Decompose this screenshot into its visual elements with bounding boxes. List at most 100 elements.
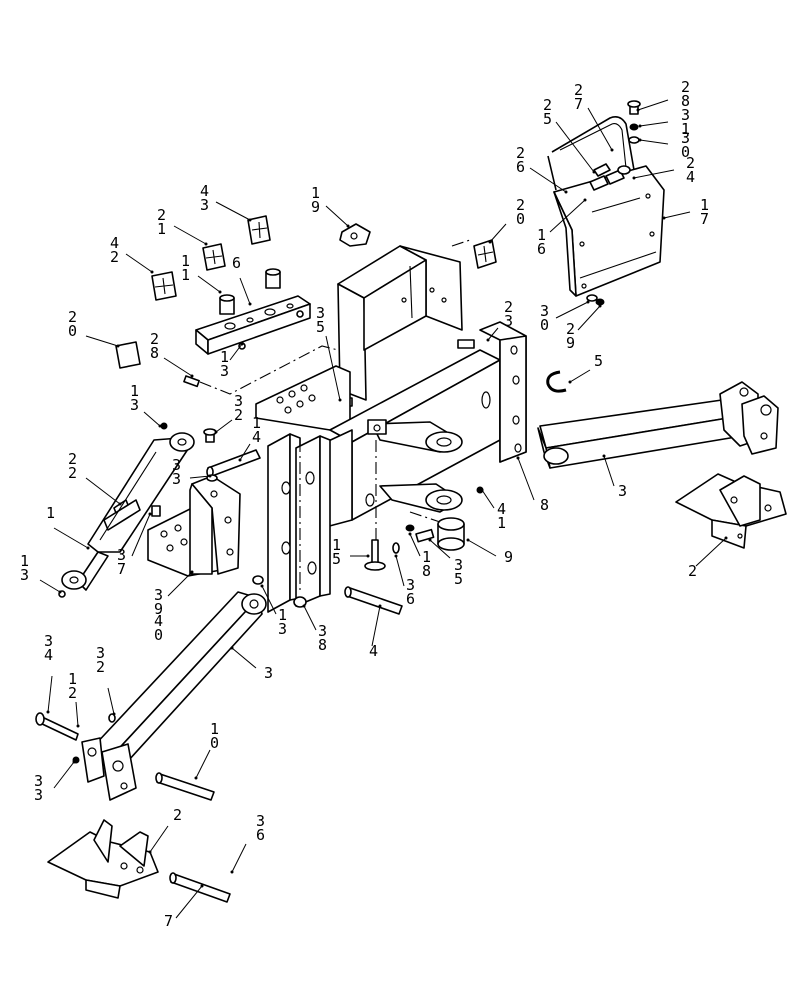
callout-c2a: 2 xyxy=(688,536,728,580)
leader-line xyxy=(555,121,595,173)
leader-arrow xyxy=(366,554,370,558)
clip-5 xyxy=(546,370,567,393)
leader-line xyxy=(555,301,589,319)
leader-arrow xyxy=(632,176,636,180)
leader-arrow xyxy=(408,532,412,536)
leader-line xyxy=(639,139,669,145)
leader-arrow xyxy=(486,338,490,342)
leader-line xyxy=(549,199,586,233)
leader-arrow xyxy=(112,712,116,716)
clip-19 xyxy=(339,223,371,247)
leader-line xyxy=(239,277,251,305)
pin-12 xyxy=(35,712,79,741)
callout-number: 3 xyxy=(618,482,627,500)
leader-line xyxy=(149,825,169,853)
leader-arrow xyxy=(230,870,234,874)
hitch-bracket-2-left xyxy=(47,819,159,899)
leader-line xyxy=(395,555,405,587)
leader-line xyxy=(429,539,451,559)
leader-arrow xyxy=(636,108,640,112)
side-plate-left xyxy=(267,433,331,613)
leader-arrow xyxy=(230,646,234,650)
hardware-28-31-30 xyxy=(586,100,641,306)
pin-7 xyxy=(169,872,231,903)
callout-c3a: 3 xyxy=(602,454,627,500)
leader-arrow xyxy=(378,604,382,608)
callout-c6: 6 xyxy=(232,254,252,306)
main-frame-8 xyxy=(255,245,527,529)
leader-line xyxy=(577,305,601,331)
decal-20-right xyxy=(473,239,497,269)
leader-arrow xyxy=(610,148,614,152)
callout-c2b: 2 xyxy=(148,806,182,854)
leader-line xyxy=(53,761,75,789)
leader-line xyxy=(633,169,675,179)
leader-arrow xyxy=(480,488,484,492)
hitch-bracket-2-right xyxy=(675,473,787,549)
leader-line xyxy=(325,205,349,227)
leader-line xyxy=(517,457,535,501)
leader-arrow xyxy=(204,242,208,246)
leader-line xyxy=(467,539,497,557)
leader-arrow xyxy=(662,216,666,220)
leader-line xyxy=(569,369,591,383)
decal-43 xyxy=(247,215,271,245)
pin-14 xyxy=(206,449,261,478)
leader-arrow xyxy=(598,304,602,308)
decal-20-left xyxy=(115,341,141,369)
leader-line xyxy=(163,357,193,377)
leader-line xyxy=(85,477,121,505)
leader-arrow xyxy=(148,850,152,854)
leader-line xyxy=(695,537,727,567)
leader-arrow xyxy=(638,124,642,128)
decal-42 xyxy=(151,271,177,301)
leader-arrow xyxy=(200,884,204,888)
leader-line xyxy=(481,489,495,509)
leader-line xyxy=(131,513,151,557)
leader-arrow xyxy=(238,458,242,462)
leader-arrow xyxy=(248,302,252,306)
leader-arrow xyxy=(346,224,350,228)
leader-arrow xyxy=(72,760,76,764)
leader-line xyxy=(189,475,211,479)
leader-arrow xyxy=(150,270,154,274)
leader-line xyxy=(239,443,251,461)
